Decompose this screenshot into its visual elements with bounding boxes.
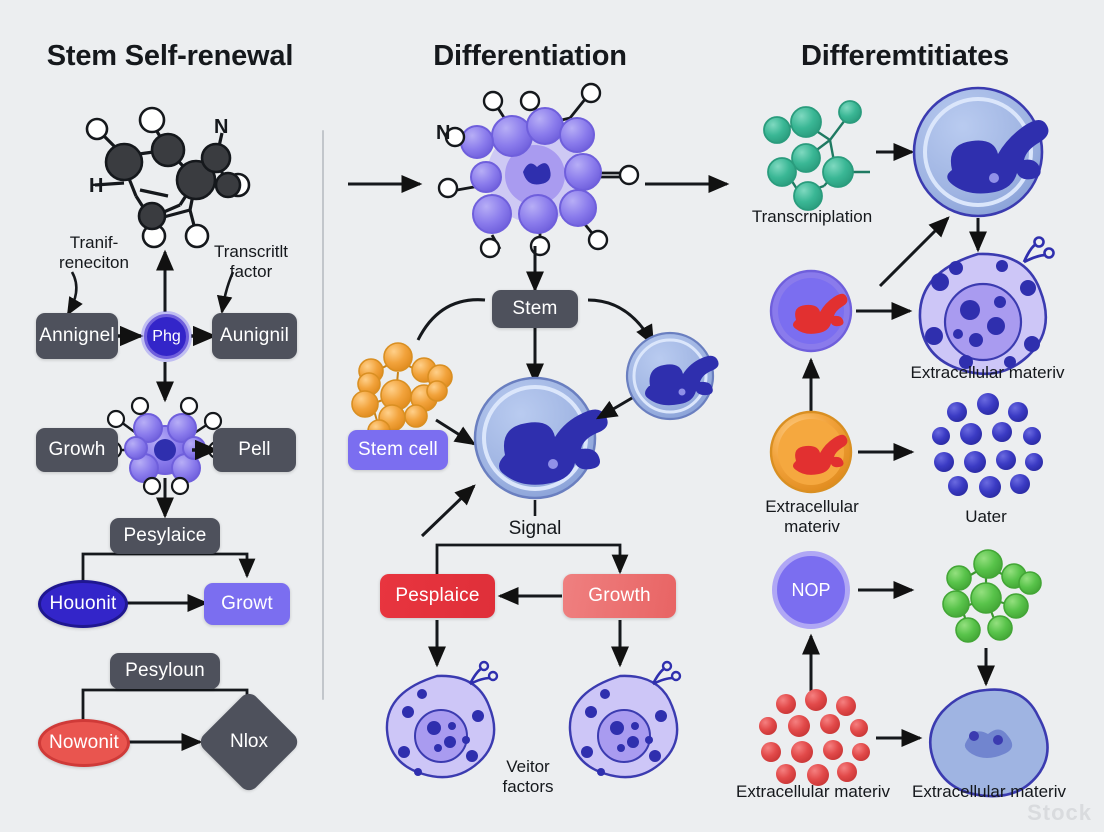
green-molecule-atoms: [942, 549, 1042, 643]
small-stem-cell: [625, 331, 719, 421]
node-nowonit-label: Nowonit: [48, 732, 120, 754]
caption-extracellular-4: Extracellular materiv: [912, 782, 1066, 801]
node-growth[interactable]: Growth: [563, 574, 676, 618]
arrow-transf-to-annignel: [66, 271, 83, 316]
orange-cluster-atoms: [351, 342, 453, 443]
node-stem-label: Stem: [512, 298, 558, 320]
green-molecule: [960, 565, 1015, 629]
node-houonit-label: Houonit: [49, 593, 117, 615]
signal-bracket: [435, 543, 629, 576]
arrow-diagonal-up-bigcell: [420, 484, 476, 538]
middle-molecule-atoms: [437, 82, 640, 259]
caption-veitor-factors: Veitor factors: [502, 757, 554, 797]
column-divider: [322, 130, 324, 700]
left-cluster-molecule: [118, 409, 212, 483]
left-molecule-atoms: [85, 106, 251, 249]
node-annignel[interactable]: Annignel: [36, 313, 118, 359]
node-pesylaice[interactable]: Pesylaice: [110, 518, 220, 554]
blue-dot-cluster: [932, 393, 1043, 498]
node-nop[interactable]: NOP: [772, 551, 850, 629]
big-stem-cell: [473, 376, 608, 500]
node-growth-label: Growth: [588, 585, 651, 607]
purple-red-blob-cell: [769, 269, 853, 353]
left-cluster-atoms: [103, 396, 227, 496]
atom-label-n-left: N: [214, 116, 228, 138]
node-stem-cell[interactable]: Stem cell: [348, 430, 448, 470]
node-nowonit[interactable]: Nowonit: [38, 719, 130, 767]
node-phg[interactable]: Phg: [144, 314, 189, 359]
orange-red-blob-cell: [769, 410, 853, 494]
red-dot-cluster: [759, 689, 870, 786]
node-houonit[interactable]: Houonit: [38, 580, 128, 628]
bottom-right-amoeba-cell: [928, 688, 1049, 798]
node-stem-cell-label: Stem cell: [358, 439, 438, 461]
differentiated-cell-right: [568, 660, 682, 779]
column-title-middle: Differentiation: [433, 40, 627, 72]
node-pesplaice-label: Pesplaice: [395, 585, 480, 607]
watermark: Stock: [1027, 800, 1092, 825]
orange-cluster: [371, 359, 425, 425]
caption-extracellular-3: Extracellular materiv: [736, 782, 890, 801]
node-pesplaice[interactable]: Pesplaice: [380, 574, 495, 618]
node-nlox[interactable]: [196, 689, 302, 795]
node-pell[interactable]: Pell: [213, 428, 296, 472]
column-title-right: Differemtitiates: [801, 40, 1009, 72]
node-growh[interactable]: Growh: [36, 428, 118, 472]
caption-extracellular-2: Extracellular materiv: [765, 497, 859, 537]
arrow-diagonal-to-topcell: [878, 216, 950, 288]
node-pesylaice-label: Pesylaice: [123, 525, 207, 547]
left-molecule: [94, 122, 238, 238]
node-aunignil[interactable]: Aunignil: [212, 313, 297, 359]
node-nop-label: NOP: [791, 579, 831, 600]
middle-molecule-bonds: [456, 97, 622, 250]
right-differentiated-cell: [918, 236, 1055, 376]
node-annignel-label: Annignel: [39, 325, 115, 347]
node-aunignil-label: Aunignil: [219, 325, 290, 347]
node-pesyloun[interactable]: Pesyloun: [110, 653, 220, 689]
teal-molecule-atoms: [763, 100, 862, 211]
teal-molecule: [779, 115, 870, 196]
curve-stem-right: [587, 298, 655, 347]
caption-extracellular-1: Extracellular materiv: [910, 363, 1065, 382]
node-growt-label: Growt: [221, 593, 273, 615]
caption-transf-renection: Tranif- reneciton: [59, 233, 129, 273]
curve-stem-left: [416, 298, 486, 341]
node-stem[interactable]: Stem: [492, 290, 578, 328]
atom-label-h-left: H: [89, 175, 103, 197]
node-growt[interactable]: Growt: [204, 583, 290, 625]
atom-label-n-middle: N: [436, 122, 450, 144]
column-title-left: Stem Self-renewal: [46, 40, 294, 72]
caption-transcrniplation: Transcrniplation: [751, 207, 873, 226]
right-top-cell: [912, 86, 1049, 218]
node-growh-label: Growh: [48, 439, 106, 461]
caption-uater: Uater: [965, 507, 1007, 526]
node-phg-label: Phg: [152, 327, 181, 345]
node-pesyloun-label: Pesyloun: [125, 660, 205, 682]
arrow-smallcell-bigcell: [595, 396, 633, 420]
node-pell-label: Pell: [238, 439, 271, 461]
caption-signal: Signal: [508, 518, 562, 539]
caption-transcript-factor: Transcritlt factor: [214, 242, 288, 282]
